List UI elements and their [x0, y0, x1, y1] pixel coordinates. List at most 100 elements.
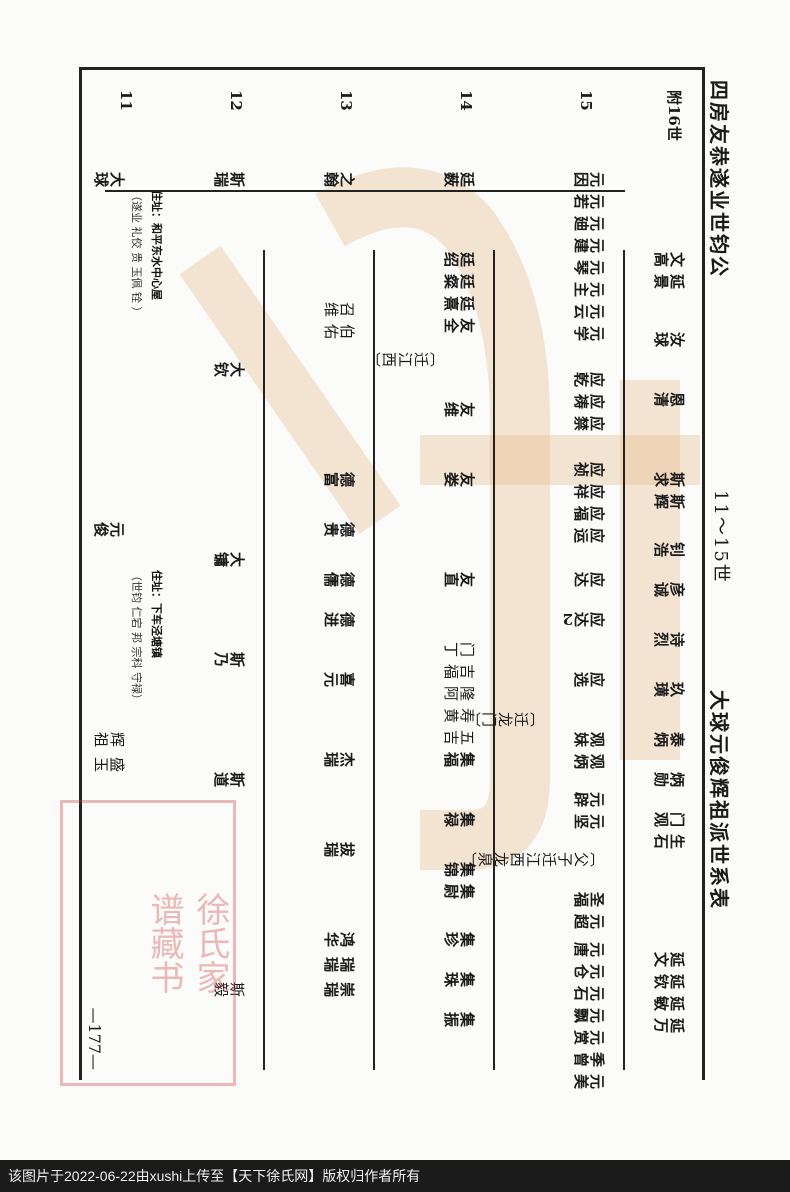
- gen-11: 11: [117, 90, 135, 111]
- note-2: （世钧 仁宕 邦 宗科 守禄）: [130, 570, 143, 705]
- person-yingqian: 应乾: [573, 370, 605, 388]
- connector: [105, 190, 625, 192]
- title-left: 四房友恭遂业世钧公: [707, 80, 731, 278]
- note-1-address: 住址：和平东水中心屋: [150, 190, 163, 300]
- person-jilu: 集禄: [443, 810, 475, 828]
- person-dejin: 德进: [323, 610, 355, 628]
- person-jizhu: 集珠: [443, 970, 475, 988]
- person-defu: 德富: [323, 470, 355, 488]
- person-yuanpi: 元辟: [573, 790, 605, 808]
- person-yuanzhu: 元主: [573, 280, 605, 298]
- person-yuanyun: 元云: [573, 302, 605, 320]
- person-tingsou: 廷薮: [443, 170, 475, 188]
- person-sinai: 斯乃: [213, 650, 245, 668]
- library-seal: 徐氏家谱藏书: [60, 800, 236, 1086]
- person-yanmin: 延敏: [653, 994, 685, 1012]
- person-yingjin: 应禁: [573, 414, 605, 432]
- person-yingzhen: 应祯: [573, 460, 605, 478]
- person-yingxiang: 应祥: [573, 482, 605, 500]
- person-yuancang: 元仓: [573, 962, 605, 980]
- person-yuanyin: 元因: [573, 170, 605, 188]
- person-yingda2: 应达2: [561, 610, 605, 628]
- connector: [373, 250, 375, 1070]
- person-wuji: 五吉: [443, 728, 475, 746]
- person-yuantang: 元唐: [573, 940, 605, 958]
- person-youwei: 友维: [443, 400, 475, 418]
- person-degui: 德贵: [323, 520, 355, 538]
- gen-13: 13: [337, 90, 355, 111]
- person-yancheng: 彦诚: [653, 580, 685, 598]
- note-1: （遂业 礼佼 贵 玉佩 铨 ）: [130, 190, 143, 318]
- person-yuanruo: 元若: [573, 192, 605, 210]
- person-taibing: 泰炳: [653, 730, 685, 748]
- person-jiwei: 集尉: [443, 882, 475, 900]
- connector: [623, 250, 625, 1070]
- person-mending: 门丁: [443, 640, 475, 658]
- person-wengao: 文高: [653, 250, 685, 268]
- person-dadqiu: 大球: [93, 170, 125, 188]
- person-tingxi: 廷熹: [443, 294, 475, 312]
- person-jiuhuang: 玖璜: [653, 680, 685, 698]
- person-yuanchao: 元超: [573, 912, 605, 930]
- person-yuanxue: 元学: [573, 324, 605, 342]
- person-yuanmei: 元美: [573, 1072, 605, 1090]
- person-yuanpiao: 元飘: [573, 1006, 605, 1024]
- connector: [493, 250, 495, 1070]
- person-yanwan: 延万: [653, 1016, 685, 1034]
- person-yingdao: 应祷: [573, 392, 605, 410]
- person-yanjing: 延景: [653, 272, 685, 290]
- person-shengfu: 圣福: [573, 890, 605, 908]
- person-jizhen2: 集振: [443, 1010, 475, 1028]
- connector: [263, 250, 265, 1070]
- person-youzhi: 友直: [443, 570, 475, 588]
- person-huizu: 辉祖: [93, 730, 125, 748]
- person-enqing: 恩清: [653, 390, 685, 408]
- person-sihui: 斯辉: [653, 492, 685, 510]
- person-tingcan: 廷粲: [443, 272, 475, 290]
- person-dayong: 大镛: [213, 550, 245, 568]
- gen-15: 15: [577, 90, 595, 111]
- migration-longquan: 〔父子迁江西龙泉〕: [461, 850, 605, 868]
- person-ruirui: 瑞瑞: [323, 955, 355, 973]
- migration-jiangxi: 〔迁江西〕: [365, 350, 445, 368]
- gen-12: 12: [227, 90, 245, 111]
- person-deru: 德儒: [323, 570, 355, 588]
- person-menguan: 门观: [653, 810, 685, 828]
- person-yuanjian2: 元坚: [573, 812, 605, 830]
- genealogy-page: 四房友恭遂业世钧公 11～15世 大球元俊辉祖派世系表 11 12 13 14 …: [0, 0, 790, 1160]
- person-sidao: 斯道: [213, 770, 245, 788]
- person-longa: 隆阿: [443, 684, 475, 702]
- person-shengshi: 生石: [653, 832, 685, 850]
- person-yingyun: 应运: [573, 526, 605, 544]
- person-zhaohao: 钊浩: [653, 540, 685, 558]
- person-daqin: 大钦: [213, 360, 245, 378]
- person-yuanqin: 元琴: [573, 258, 605, 276]
- person-yuanjian: 元建: [573, 236, 605, 254]
- person-jifu2: 集福: [443, 750, 475, 768]
- person-youquan: 友全: [443, 316, 475, 334]
- person-ruqiu: 汝球: [653, 330, 685, 348]
- person-youlou: 友娄: [443, 470, 475, 488]
- person-guanbing: 观炳: [573, 752, 605, 770]
- person-bingxun: 炳勋: [653, 770, 685, 788]
- person-yanqin: 延钦: [653, 972, 685, 990]
- person-zhaowei: 召维: [323, 300, 355, 318]
- migration-longmen: 〔迁龙门〕: [465, 710, 545, 728]
- person-yingxuan: 应选: [573, 670, 605, 688]
- gen-16: 附16世: [665, 90, 683, 141]
- person-jizhen: 集珍: [443, 930, 475, 948]
- person-xiyuan: 喜元: [323, 670, 355, 688]
- person-yanwen: 延文: [653, 950, 685, 968]
- person-chongrui: 崇瑞: [323, 980, 355, 998]
- person-yingfu: 应福: [573, 504, 605, 522]
- person-yuanjun: 元俊: [93, 520, 125, 538]
- person-yuandi: 元廸: [573, 214, 605, 232]
- person-yuanshang: 元赏: [573, 1028, 605, 1046]
- person-yuanshi: 元石: [573, 984, 605, 1002]
- person-boyou: 伯佑: [323, 322, 355, 340]
- person-yingda: 应达: [573, 570, 605, 588]
- person-jifu: 吉福: [443, 662, 475, 680]
- person-shilie: 诗烈: [653, 630, 685, 648]
- note-2-address: 住址：下车泾塘镇: [150, 570, 163, 658]
- person-jizeng: 季曾: [573, 1050, 605, 1068]
